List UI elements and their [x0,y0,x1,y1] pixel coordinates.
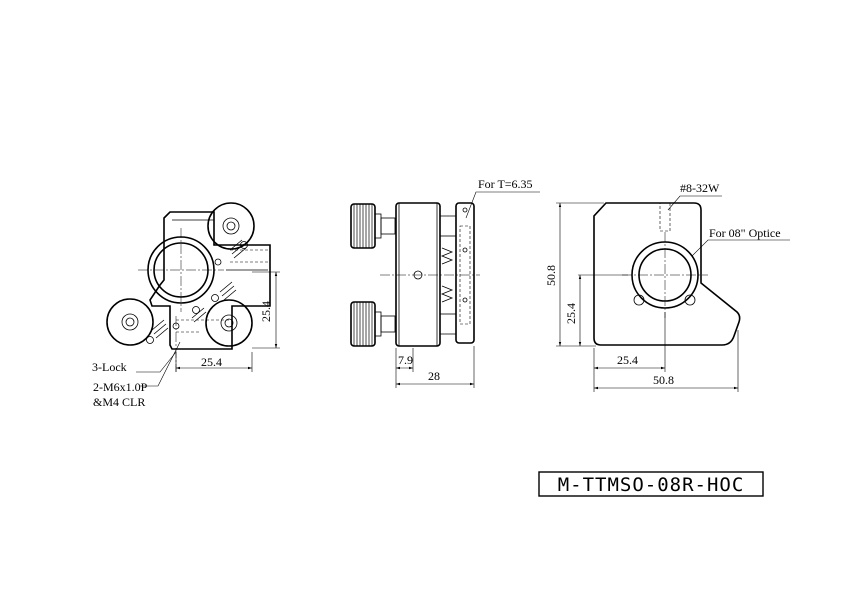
back-view: #8-32W For 08" Optice 50.8 25.4 25.4 50.… [544,181,790,392]
side-optic-plate [455,202,475,344]
side-dim-small: 7.9 [398,353,413,367]
adjuster-knob-right [205,299,253,347]
back-label-optic: For 08" Optice [709,226,781,240]
front-label-mount-2: &M4 CLR [93,395,145,409]
side-knob-top-icon [350,203,396,249]
adjuster-knob-left [106,298,154,346]
back-dim-height-half: 25.4 [564,303,578,324]
front-dim-vertical: 25.4 [259,301,273,322]
side-dim-total: 28 [428,369,440,383]
side-label-thickness: For T=6.35 [478,177,533,191]
adjuster-knob-top [207,202,255,250]
back-dim-width-total: 50.8 [653,373,674,387]
side-knob-bottom-icon [350,301,396,347]
side-main-body [395,202,441,347]
back-body-outline [593,202,741,346]
side-view: For T=6.35 7.9 28 [350,177,540,388]
spring-icon [440,247,454,303]
front-label-mount-1: 2-M6x1.0P [93,380,148,394]
title-block: M-TTMSO-08R-HOC [538,471,764,497]
part-number: M-TTMSO-08R-HOC [558,474,745,496]
back-dim-width-half: 25.4 [617,353,638,367]
front-dim-horizontal: 25.4 [201,355,222,369]
front-body-outline [149,211,271,350]
back-dim-height-total: 50.8 [544,265,558,286]
back-label-thread: #8-32W [680,181,720,195]
lock-screw-icon [146,239,248,344]
front-label-3lock: 3-Lock [92,360,127,374]
front-view: 25.4 25.4 3-Lock 2-M6x1.0P &M4 CLR [92,202,280,409]
